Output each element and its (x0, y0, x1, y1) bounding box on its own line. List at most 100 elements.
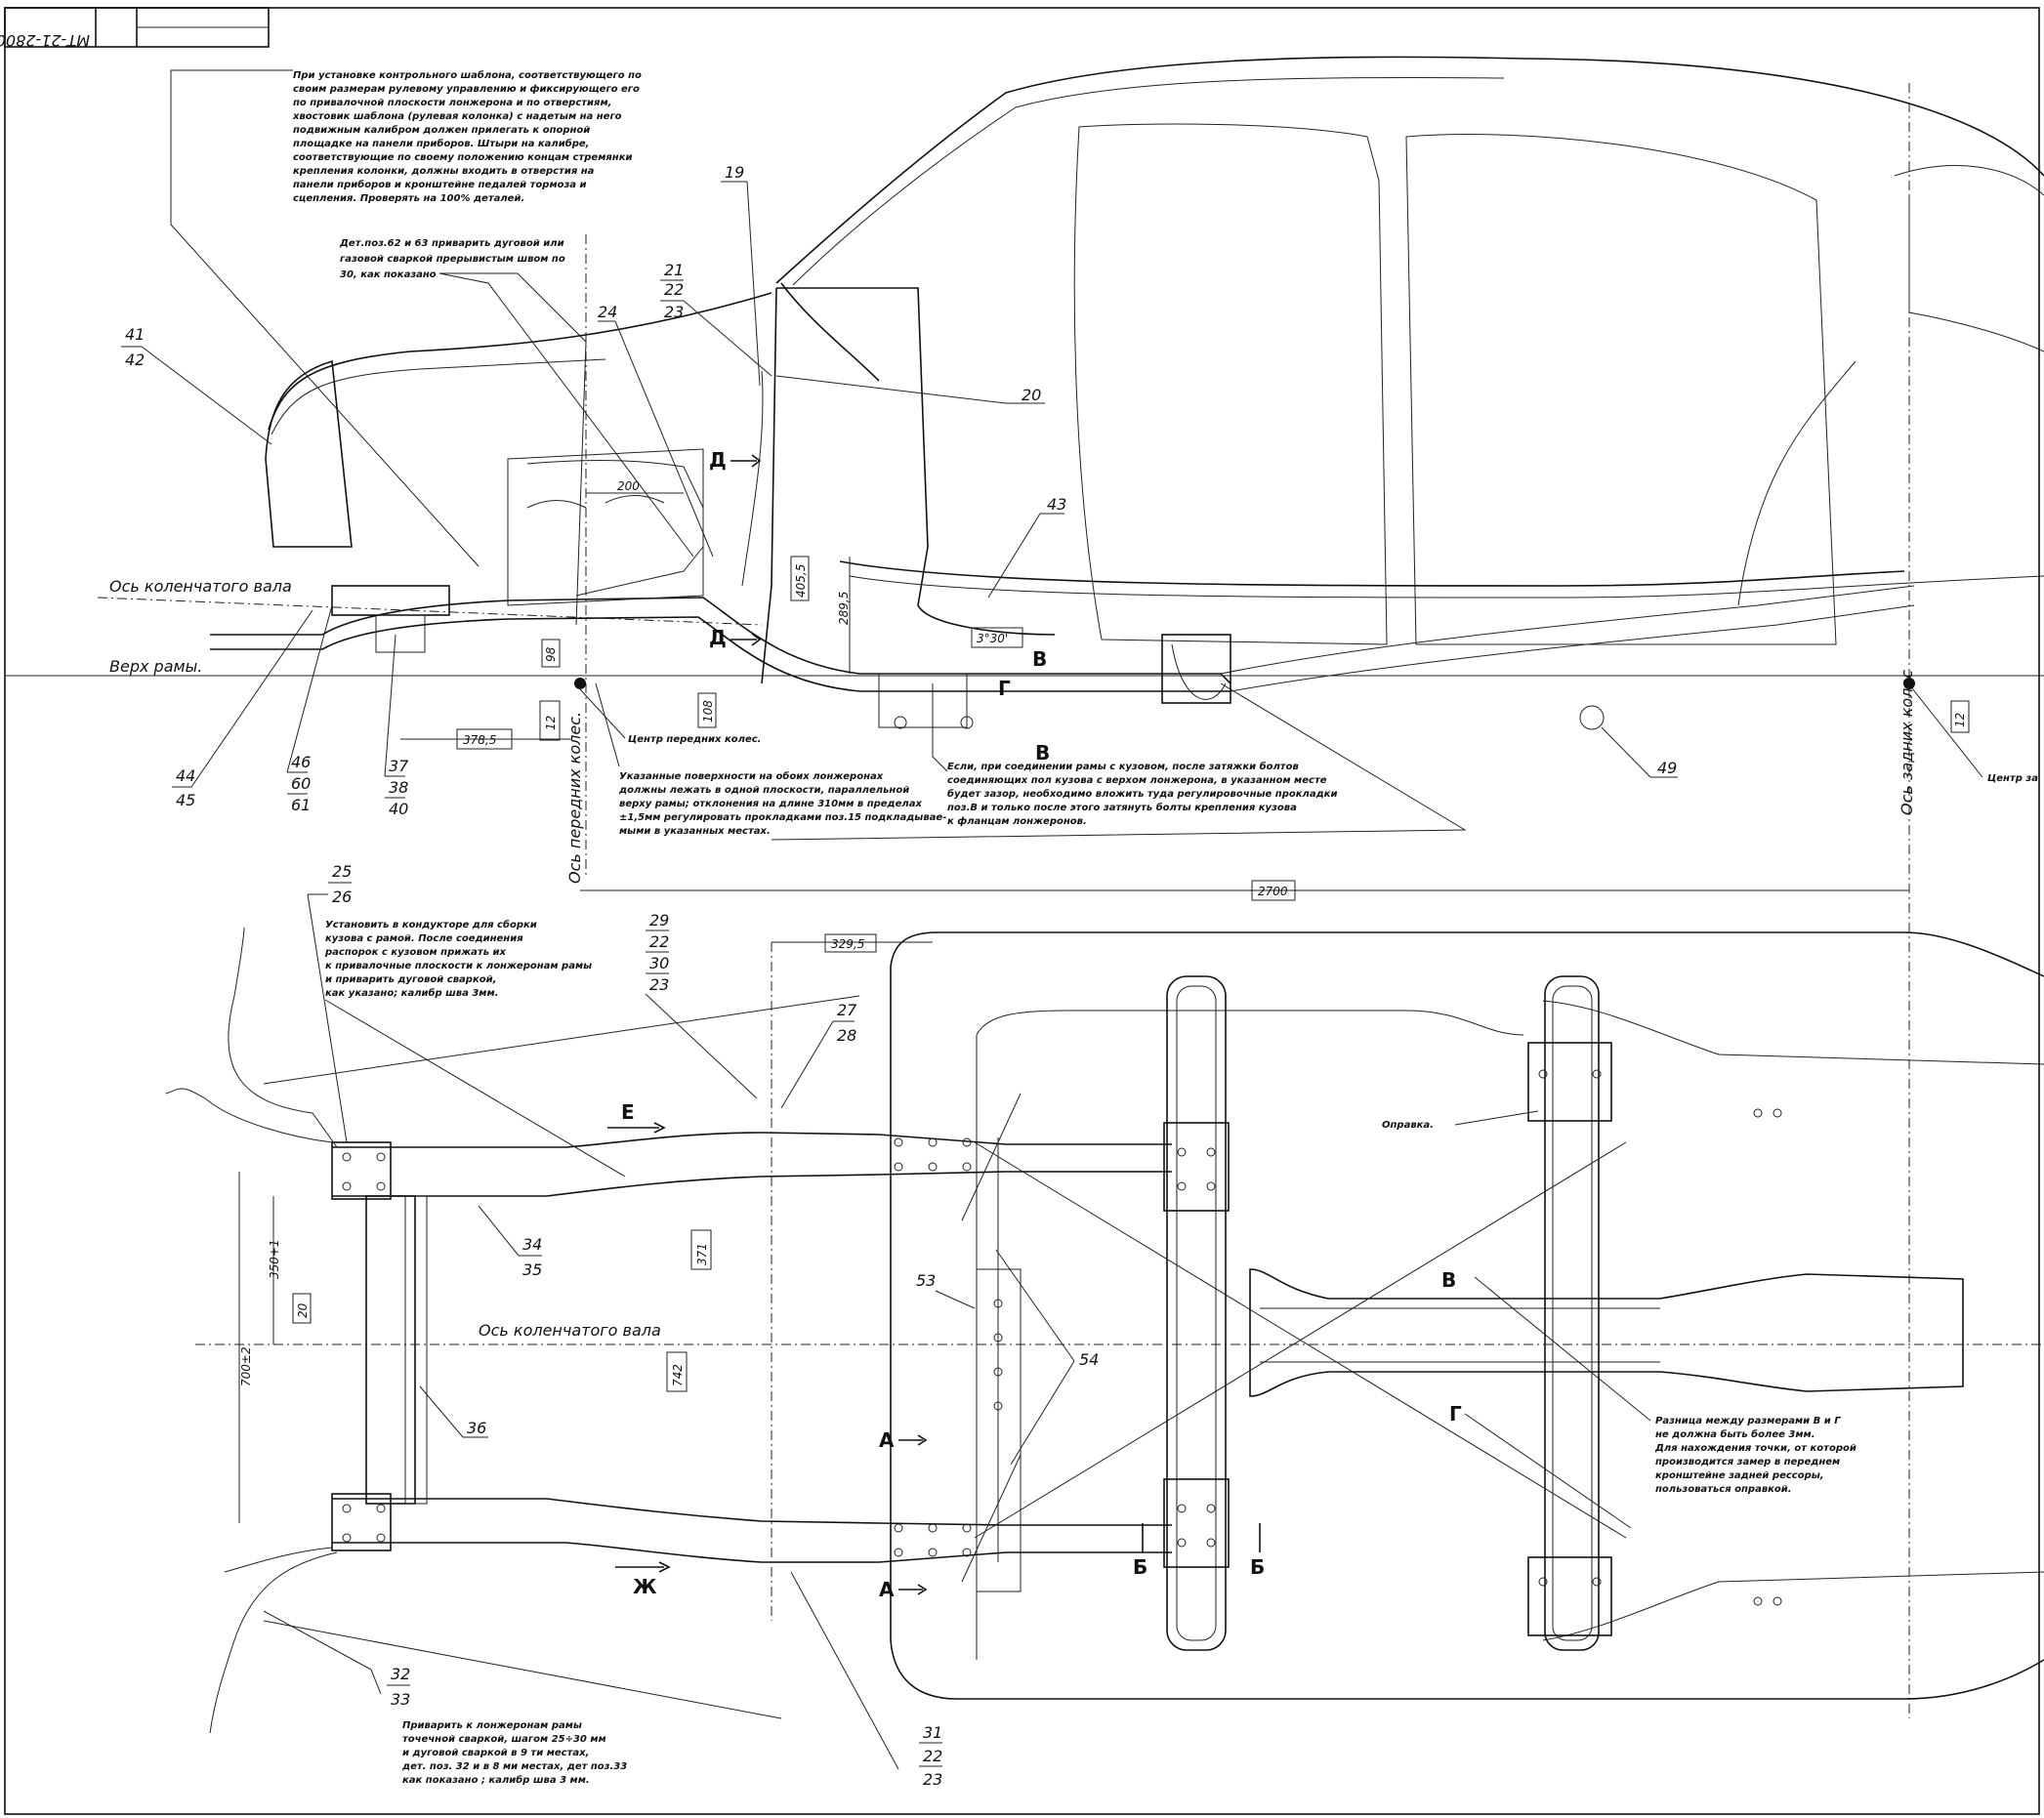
ref-22-side: 22 (664, 280, 684, 299)
ref-34: 34 (522, 1235, 542, 1254)
ref-40: 40 (389, 800, 408, 818)
section-mark-G-side: Г (998, 677, 1011, 700)
ref-32: 32 (391, 1665, 410, 1683)
ref-41: 41 (125, 325, 145, 344)
body-roof-outline (775, 56, 2044, 284)
part-callouts-side: 19 21 22 23 20 24 43 41 42 44 45 46 60 6… (121, 163, 1678, 818)
dim-289-5: 289,5 (837, 592, 851, 625)
dim-2700: 2700 (1258, 885, 1288, 898)
svg-text:поз.В и только после этого зат: поз.В и только после этого затянуть болт… (947, 802, 1297, 813)
measure-label-G: Г (1449, 1402, 1462, 1425)
ref-43: 43 (1047, 495, 1066, 514)
svg-text:по привалочной плоскости лонже: по привалочной плоскости лонжерона и по … (293, 98, 611, 108)
plan-view: Ось коленчатого вала Оправка. 700±2 350+… (165, 862, 2044, 1789)
dim-12-right: 12 (1953, 713, 1967, 727)
svg-text:пользоваться оправкой.: пользоваться оправкой. (1655, 1484, 1792, 1495)
dim-378-5: 378,5 (463, 733, 496, 747)
section-mark-D-lower: Д (709, 626, 727, 649)
crankshaft-axis-line-side (97, 597, 763, 626)
front-window (1073, 123, 1388, 645)
svg-text:как указано; калибр шва 3мм.: как указано; калибр шва 3мм. (325, 987, 498, 999)
svg-text:Дет.поз.62 и 63 приварить дуго: Дет.поз.62 и 63 приварить дуговой или (339, 238, 564, 249)
front-wheel-center-label: Центр передних колес. (628, 734, 761, 745)
front-wheel-axis-label: Ось передних колес. (565, 712, 584, 884)
crossmember-rear (1544, 975, 1600, 1651)
hood-outline (268, 292, 772, 431)
svg-text:подвижным калибром должен прил: подвижным калибром должен прилегать к оп… (293, 124, 590, 136)
section-mark-D-upper: Д (709, 448, 727, 472)
note-spot-weld: Приварить к лонжеронам рамы точечной сва… (401, 1720, 627, 1786)
ref-31: 31 (923, 1723, 942, 1742)
svg-text:будет зазор, необходимо вложит: будет зазор, необходимо вложить туда рег… (947, 788, 1337, 800)
svg-text:панели приборов и кронштейне п: панели приборов и кронштейне педалей тор… (293, 179, 587, 190)
svg-text:соответствующие по своему поло: соответствующие по своему положению конц… (293, 152, 633, 163)
section-mark-E: Е (621, 1100, 635, 1124)
ref-38: 38 (389, 778, 408, 797)
ref-54: 54 (1079, 1350, 1099, 1369)
ref-19: 19 (725, 163, 744, 182)
ref-22-plan-top: 22 (649, 932, 669, 951)
note-fixture: Установить в кондукторе для сборки кузов… (324, 919, 626, 1178)
ref-27: 27 (837, 1001, 857, 1019)
firewall-outline (761, 287, 777, 684)
svg-text:верху рамы; отклонения на длин: верху рамы; отклонения на длине 310мм в … (619, 799, 922, 809)
crankshaft-axis-label-side: Ось коленчатого вала (109, 577, 292, 596)
svg-text:производится замер в переднем: производится замер в переднем (1655, 1457, 1840, 1467)
svg-text:±1,5мм регулировать прокладкам: ±1,5мм регулировать прокладками поз.15 п… (619, 812, 946, 823)
side-view: Ось коленчатого вала Верх рамы. Центр пе… (5, 56, 2044, 1718)
bolt-holes (342, 1069, 1782, 1606)
ref-25: 25 (332, 862, 352, 881)
note-weld-62-63: Дет.поз.62 и 63 приварить дуговой или га… (339, 238, 694, 626)
rear-wheel-center-mark (1903, 678, 1915, 689)
body-pillar-a (780, 282, 880, 382)
rear-body-mount-circle (1579, 705, 1605, 730)
svg-text:30, как показано: 30, как показано (340, 269, 437, 280)
svg-text:сцепления. Проверять на 100% д: сцепления. Проверять на 100% деталей. (293, 193, 524, 204)
ref-24: 24 (598, 303, 617, 321)
ref-35: 35 (522, 1260, 542, 1279)
dim-20: 20 (296, 1302, 310, 1318)
svg-text:Приварить к лонжеронам рамы: Приварить к лонжеронам рамы (402, 1720, 582, 1731)
ref-23-plan-top: 23 (649, 975, 669, 994)
svg-text:и приварить дуговой сваркой,: и приварить дуговой сваркой, (325, 974, 496, 985)
title-block: МТ-21-2800-4 (0, 7, 270, 50)
ref-28: 28 (837, 1026, 856, 1045)
rear-window (1405, 134, 1837, 645)
brace-32 (263, 995, 860, 1085)
ref-30: 30 (649, 954, 669, 972)
svg-text:газовой сваркой прерывистым шв: газовой сваркой прерывистым швом по (340, 254, 565, 265)
section-mark-V-lower: В (1035, 741, 1050, 764)
ref-46: 46 (291, 753, 311, 771)
svg-text:кронштейне задней рессоры,: кронштейне задней рессоры, (1655, 1470, 1824, 1481)
note-difference: Разница между размерами В и Г не должна … (1464, 1276, 1856, 1529)
left-front-rail (332, 1132, 1172, 1148)
dim-108: 108 (701, 700, 715, 723)
ref-45: 45 (176, 791, 195, 809)
section-mark-A-upper: А (879, 1428, 895, 1452)
ref-61: 61 (291, 796, 311, 814)
section-mark-B-left: Б (1133, 1555, 1147, 1579)
section-mark-Zh: Ж (633, 1575, 657, 1598)
svg-text:распорок с кузовом прижать их: распорок с кузовом прижать их (324, 947, 507, 958)
right-front-rail (332, 1498, 1172, 1526)
crossmember-center (1166, 975, 1227, 1651)
frame-side-rail (210, 597, 1231, 684)
mandrel-label: Оправка. (1382, 1120, 1434, 1131)
floor-outline (890, 931, 2044, 977)
measure-line-G (974, 1141, 1627, 1539)
ref-42: 42 (125, 351, 145, 369)
dim-700: 700±2 (239, 1346, 253, 1386)
svg-text:соединяющих пол кузова с верхо: соединяющих пол кузова с верхом лонжерон… (947, 775, 1327, 786)
dim-371: 371 (695, 1243, 709, 1265)
engine-outline (507, 448, 704, 606)
svg-text:к привалочные плоскости к лонж: к привалочные плоскости к лонжеронам рам… (325, 961, 592, 971)
front-bumper-bracket-right (209, 1551, 338, 1734)
ref-44: 44 (176, 766, 195, 785)
dim-angle: 3°30' (977, 632, 1008, 645)
ref-21: 21 (664, 261, 684, 279)
svg-text:Разница между размерами В и Г: Разница между размерами В и Г (1655, 1416, 1841, 1426)
svg-text:крепления колонки, должны вход: крепления колонки, должны входить в отве… (293, 166, 595, 177)
ref-20: 20 (1022, 386, 1041, 404)
front-crossmember-side (331, 585, 450, 616)
ref-60: 60 (291, 774, 311, 793)
